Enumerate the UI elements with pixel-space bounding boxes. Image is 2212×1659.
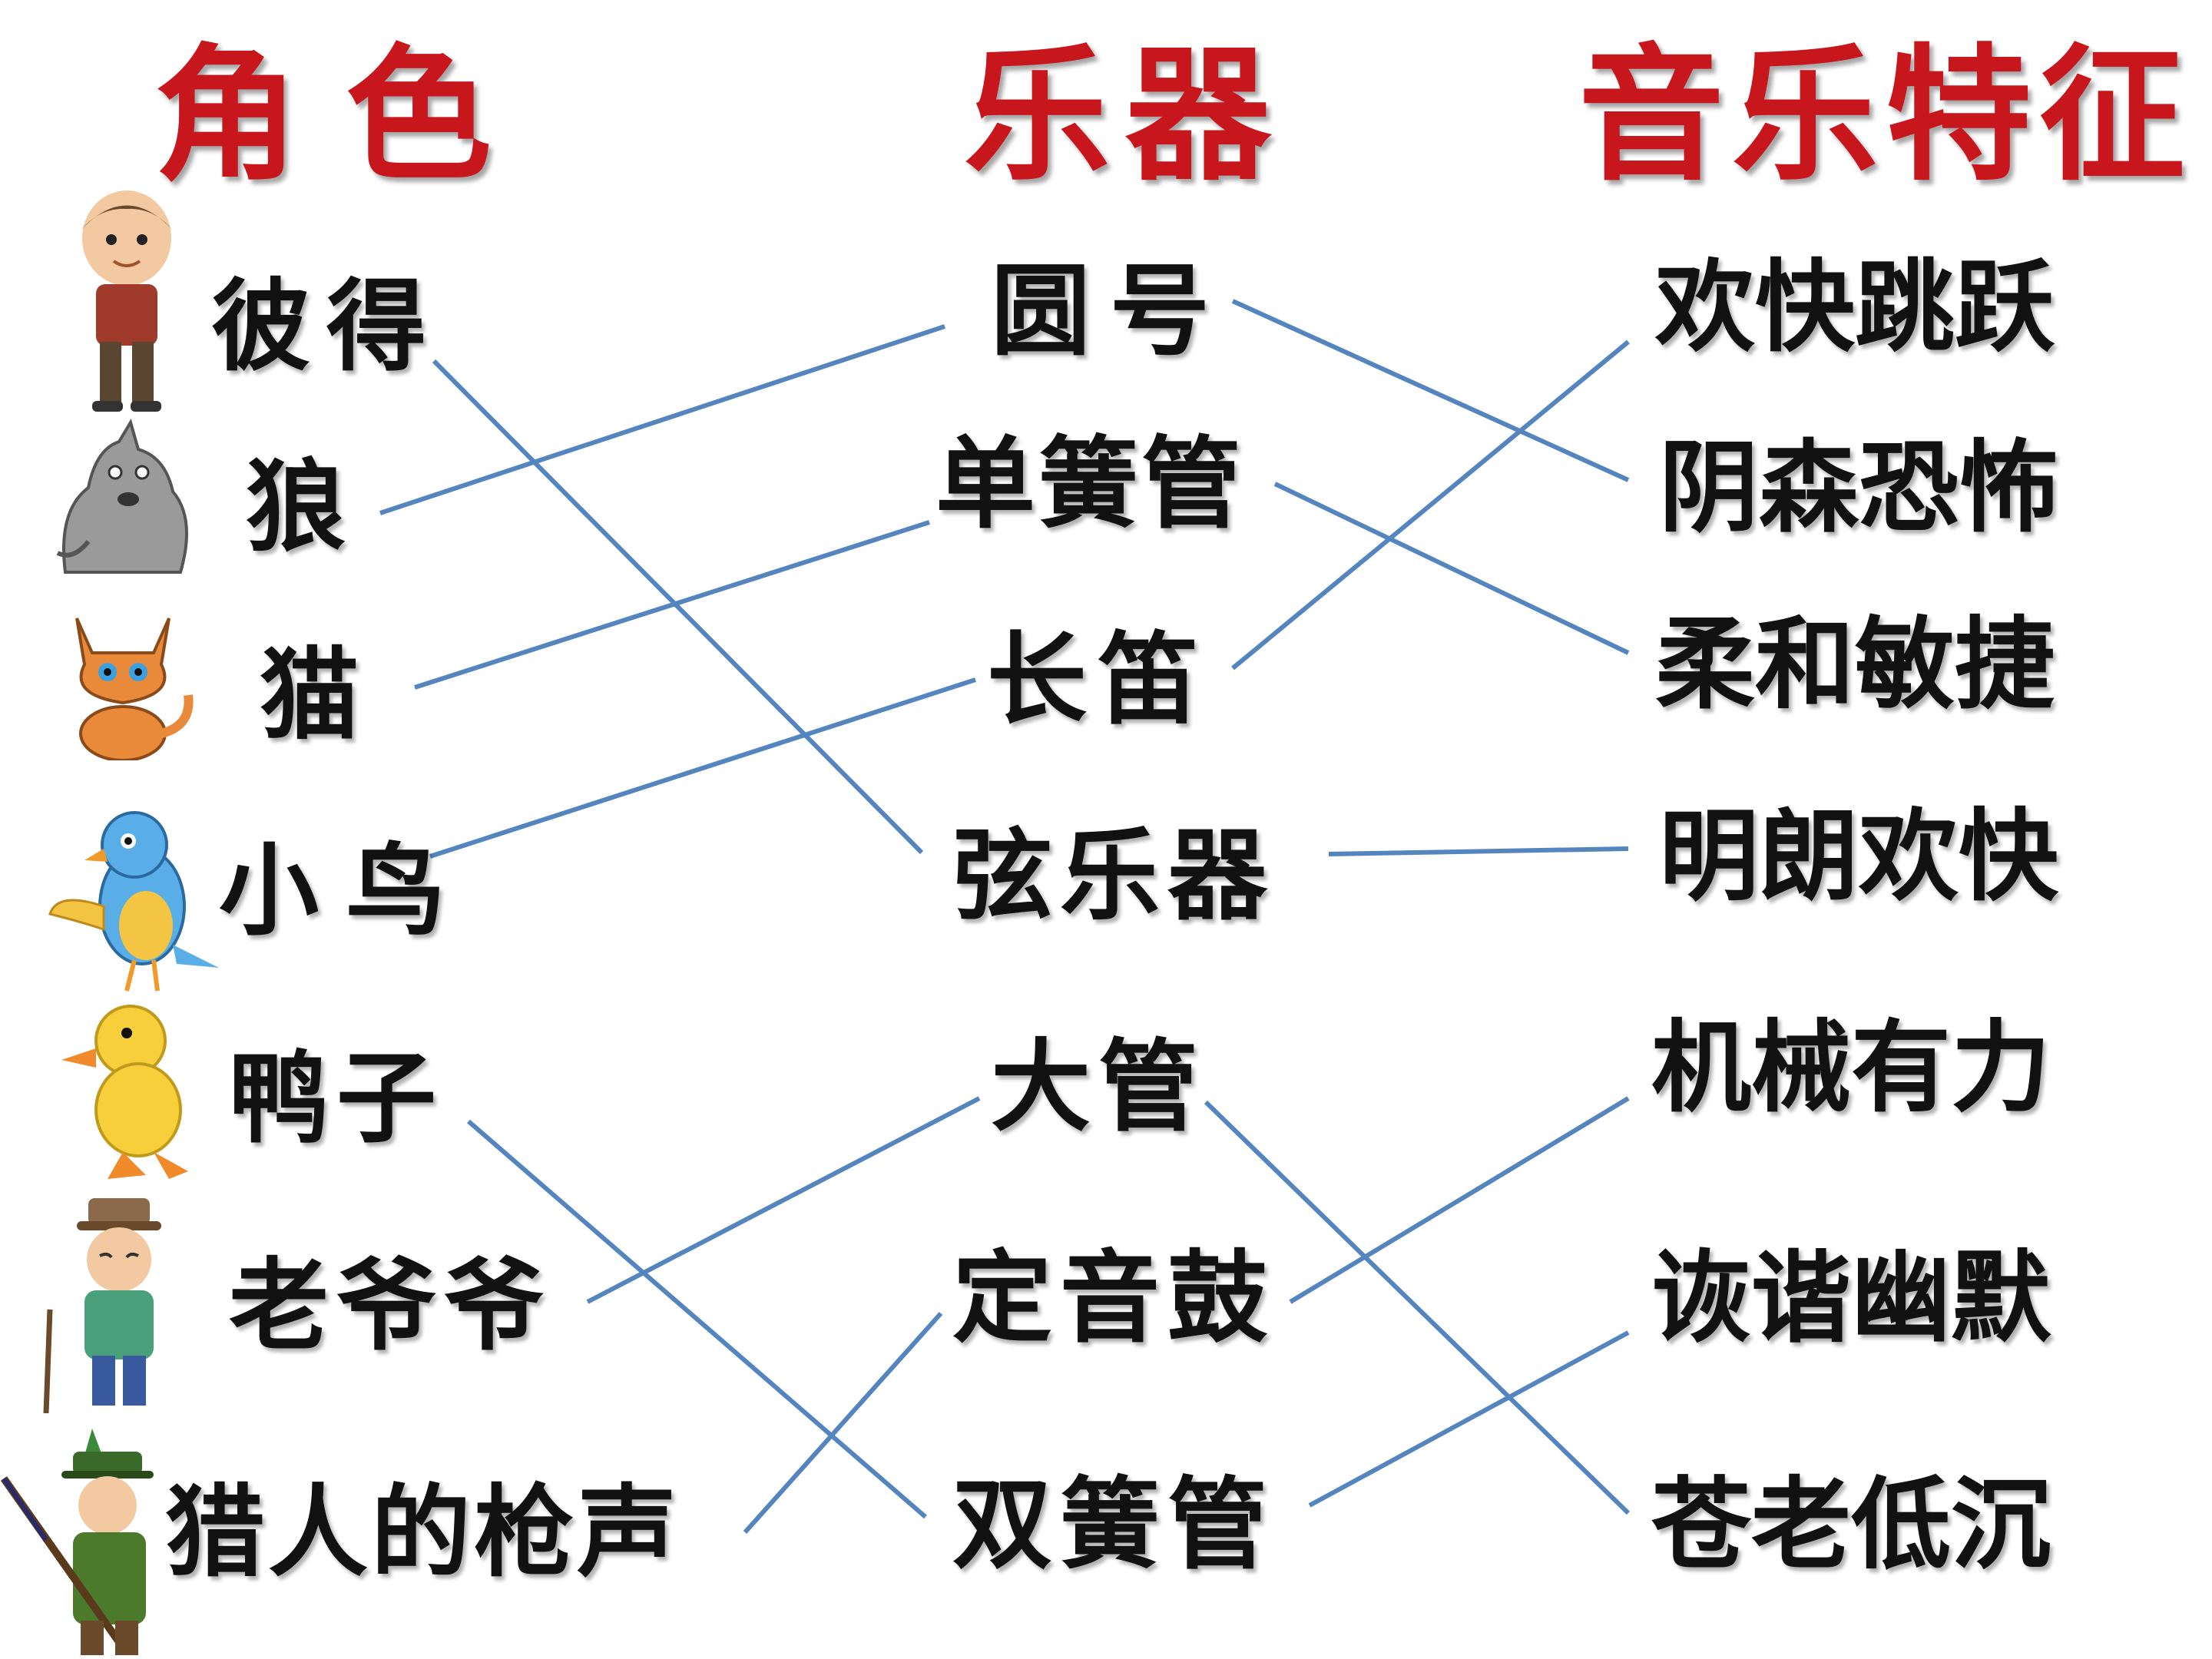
feature-gloomy-scary: 阴森恐怖 [1659,429,2059,546]
grandpa-icon [43,1198,161,1414]
link-flute-cheerful [1231,339,1630,671]
link-cat-clarinet [414,520,930,690]
link-hunter-timpani [743,1311,943,1535]
instrument-french-horn: 圆号 [991,252,1230,369]
link-horn-gloomy [1231,299,1630,482]
link-strings-bright [1328,846,1629,856]
link-wolf-horn [379,324,945,515]
instrument-oboe: 双簧管 [952,1465,1276,1583]
boy-icon [81,190,173,412]
feature-humorous: 诙谐幽默 [1651,1239,2051,1356]
link-peter-strings [432,359,924,855]
instrument-bassoon: 大管 [991,1028,1207,1145]
link-oboe-humorous [1308,1330,1630,1508]
link-duck-oboe [467,1119,927,1519]
header-characters: 角色 [154,29,538,200]
instrument-flute: 长笛 [987,621,1210,738]
feature-cheerful-jumping: 欢快跳跃 [1655,248,2055,366]
character-cat: 猫 [260,636,360,753]
link-clarinet-gentle [1273,482,1630,655]
character-peter: 彼得 [211,267,442,385]
feature-mechanical-powerful: 机械有力 [1651,1008,2051,1126]
link-bird-flute [429,677,976,859]
header-features: 音乐特征 [1578,29,2194,200]
link-grandpa-bassoon [586,1096,981,1304]
character-wolf: 狼 [246,448,346,565]
feature-gentle-agile: 柔和敏捷 [1655,605,2055,723]
cat-icon [75,618,194,760]
hunter-icon [0,1429,154,1655]
character-grandpa: 老爷爷 [229,1247,552,1364]
instrument-clarinet: 单簧管 [935,425,1245,542]
link-timpani-powerful [1289,1096,1630,1304]
instrument-strings: 弦乐器 [952,816,1276,934]
feature-old-deep: 苍老低沉 [1651,1465,2051,1583]
feature-bright-cheerful: 明朗欢快 [1659,797,2059,915]
wolf-icon [56,419,188,574]
character-hunter-gunshot: 猎人的枪声 [165,1473,680,1591]
duck-icon [61,1005,188,1179]
character-bird: 小鸟 [219,832,473,949]
character-duck: 鸭子 [229,1039,445,1157]
header-instruments: 乐器 [964,29,1287,200]
bird-icon [48,811,219,992]
link-bassoon-old [1204,1100,1631,1515]
instrument-timpani: 定音鼓 [952,1239,1276,1356]
